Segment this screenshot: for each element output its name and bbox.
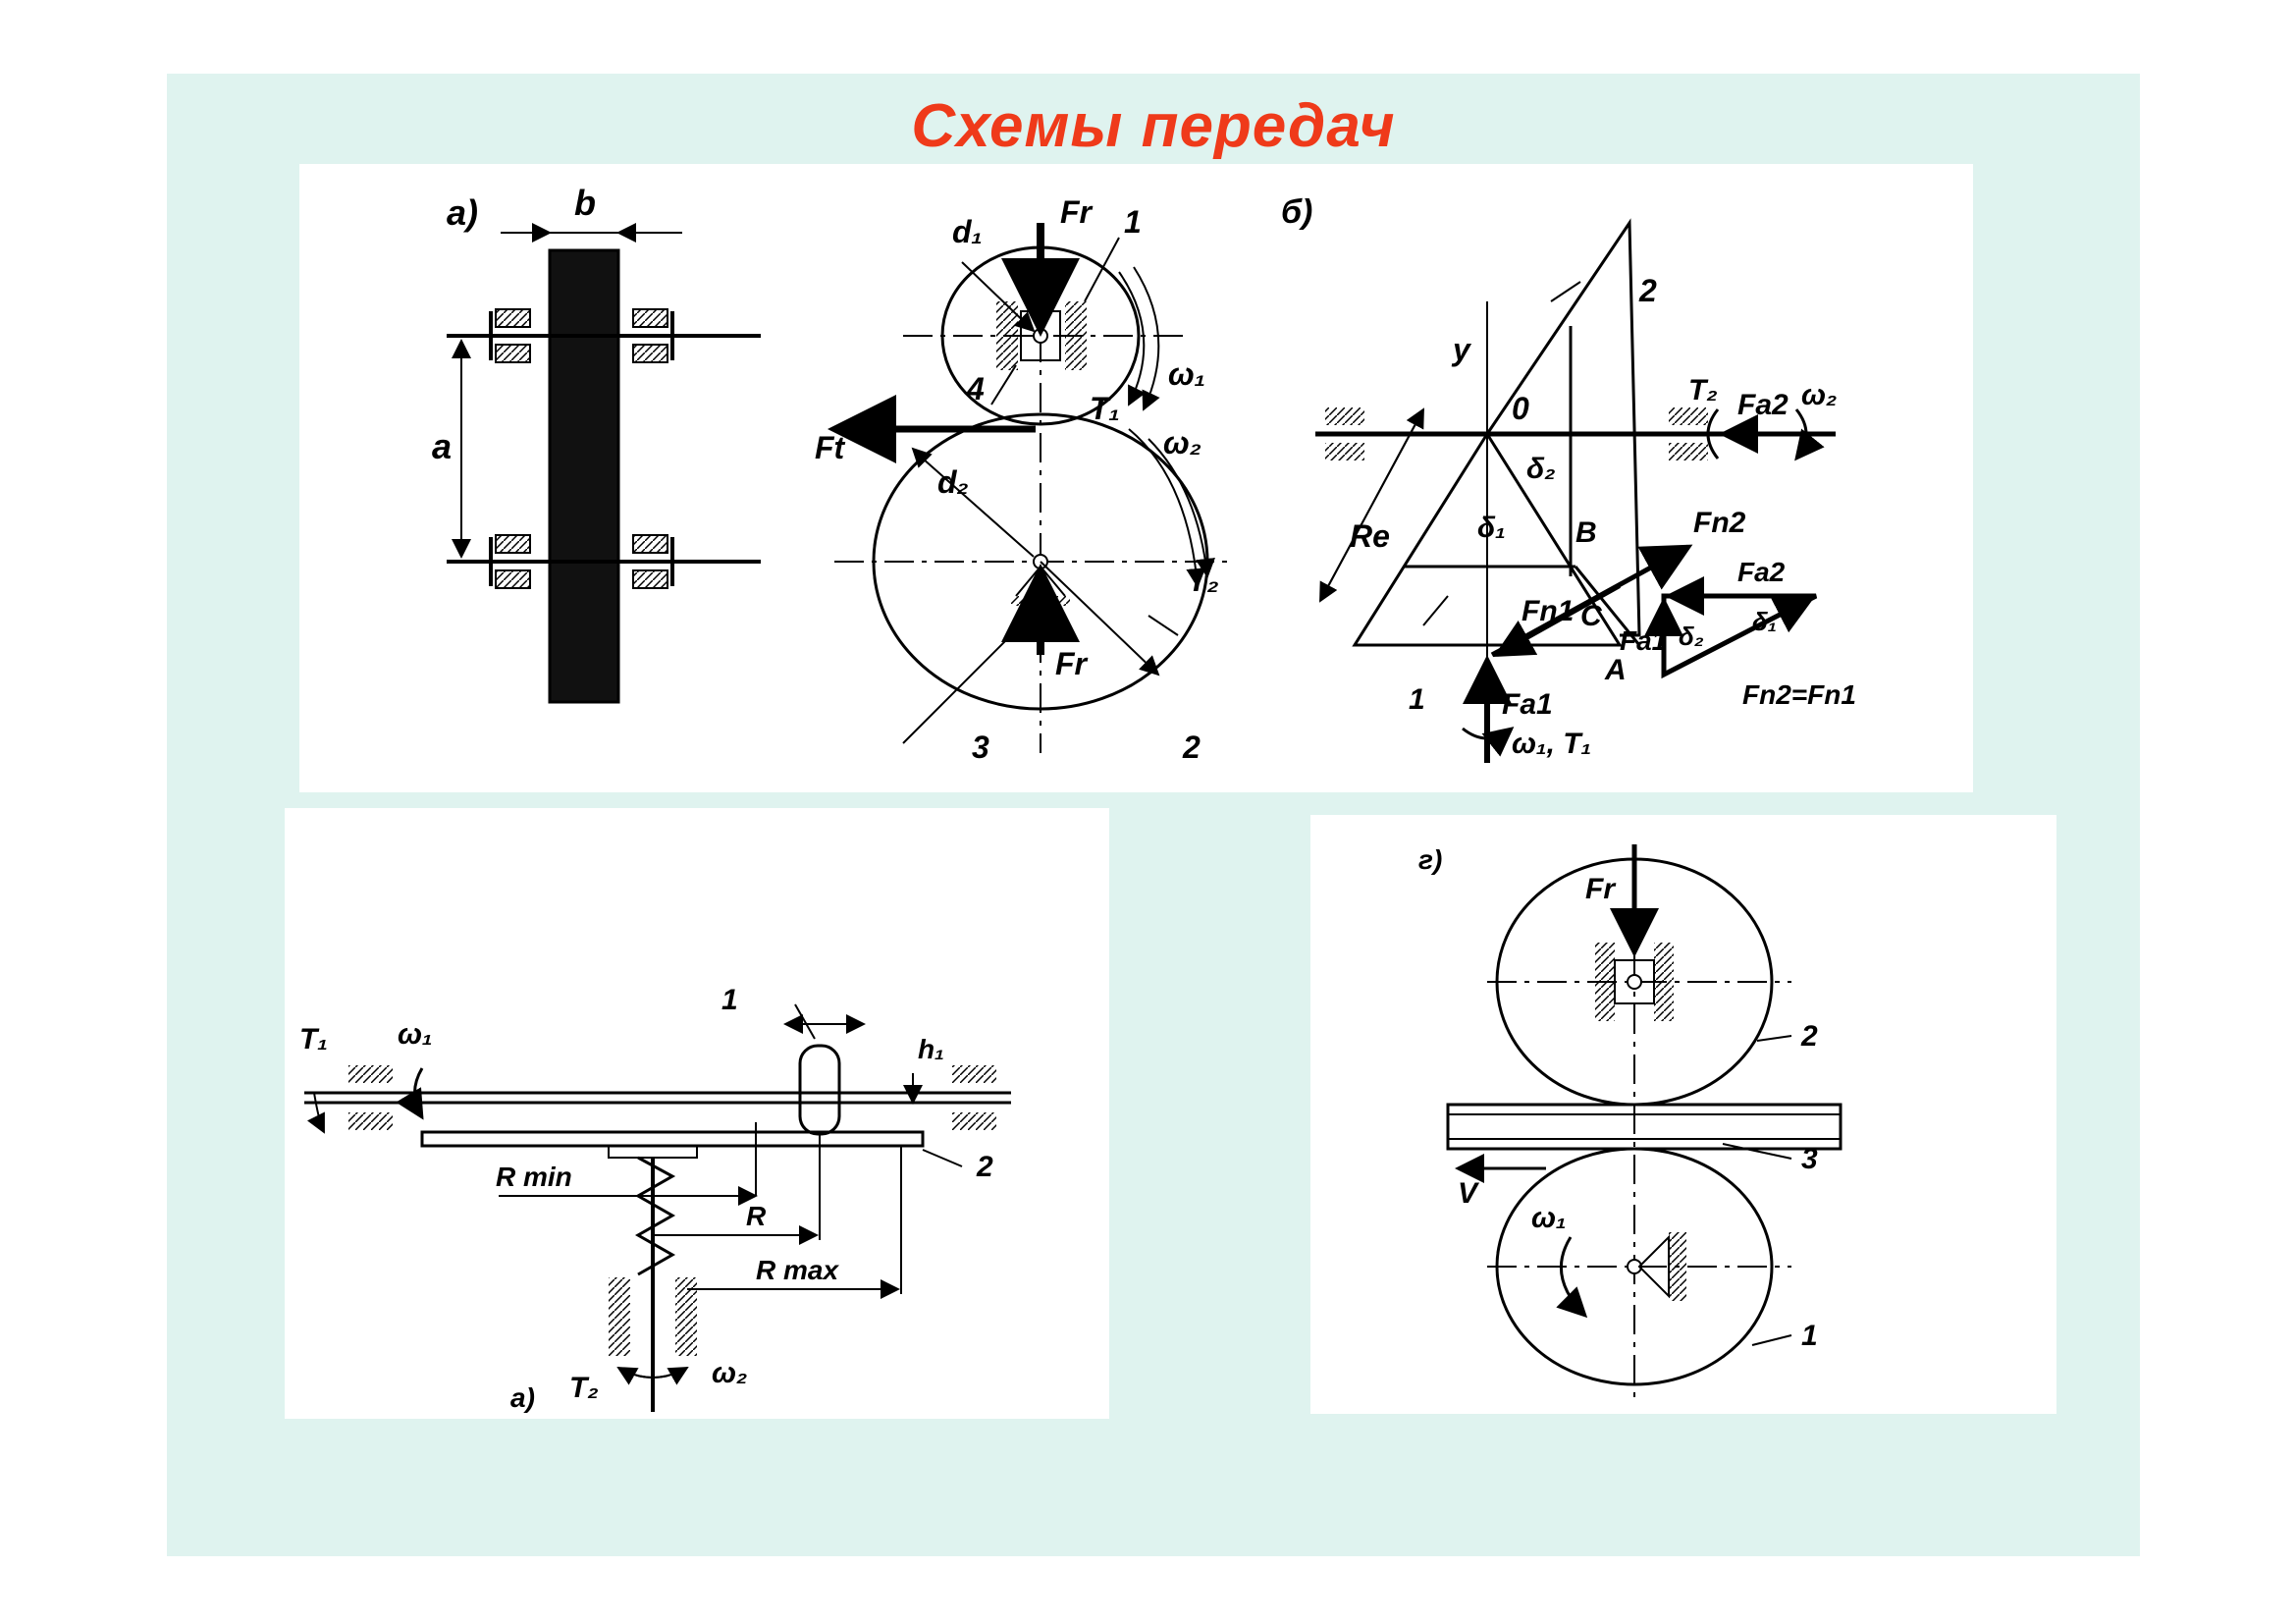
bevel-pinion-number-label: 1 bbox=[1409, 683, 1425, 716]
bevel-panel-label: б) bbox=[1281, 193, 1312, 231]
spur-panel-label: а) bbox=[447, 192, 478, 233]
radial-force-bottom-label: Fr bbox=[1055, 646, 1089, 681]
slide-title: Схемы передач bbox=[911, 92, 1396, 160]
bevel-wheel-number-label: 2 bbox=[1638, 273, 1657, 308]
y-axis-label: y bbox=[1451, 332, 1472, 367]
pinion-number-label: 1 bbox=[1124, 204, 1142, 240]
delta2-label: δ₂ bbox=[1526, 453, 1556, 485]
omega1-label: ω₁ bbox=[1168, 356, 1205, 392]
torque1-label: T₁ bbox=[1090, 391, 1120, 426]
friction-omega2-label: ω₂ bbox=[712, 1357, 747, 1389]
friction-torque2-label: T₂ bbox=[569, 1372, 599, 1404]
rmax-label: R max bbox=[756, 1255, 839, 1285]
roller-number-label: 1 bbox=[721, 984, 738, 1016]
friction-panel-label: а) bbox=[510, 1382, 535, 1413]
r-label: R bbox=[746, 1201, 767, 1231]
point-c-label: C bbox=[1580, 600, 1603, 632]
friction-drive-diagram: T₁ ω₁ 1 h₁ 2 R min R R max T₂ ω₂ а) bbox=[299, 984, 1011, 1413]
spur-gear-front-panel: d₁ Fr 1 ω₁ T₁ ω₂ T₂ 4 Ft d₂ Fr 3 2 bbox=[775, 164, 1227, 792]
bevel-omega2-label: ω₂ bbox=[1801, 379, 1837, 411]
bevel-torque2-label: T₂ bbox=[1688, 374, 1718, 406]
omega2-label: ω₂ bbox=[1163, 425, 1201, 460]
rolling-omega1-label: ω₁ bbox=[1531, 1202, 1567, 1234]
friction-torque1-label: T₁ bbox=[299, 1023, 328, 1055]
spur-gear-front-diagram: d₁ Fr 1 ω₁ T₁ ω₂ T₂ 4 Ft d₂ Fr 3 2 bbox=[815, 194, 1227, 765]
rolling-drive-diagram: г) Fr 2 3 1 V ω₁ bbox=[1418, 844, 1842, 1404]
point-a-label: A bbox=[1604, 654, 1627, 686]
bevel-fa2-label: Fa2 bbox=[1737, 389, 1789, 421]
fn2-label: Fn2 bbox=[1693, 507, 1746, 539]
cone-distance-label: Re bbox=[1350, 518, 1390, 554]
rolling-lower-number-label: 1 bbox=[1801, 1320, 1818, 1352]
gear-face-width bbox=[548, 248, 620, 704]
slide-background: Схемы передач bbox=[167, 74, 2140, 1556]
rolling-radial-force-label: Fr bbox=[1585, 873, 1617, 905]
wheel-number-label: 2 bbox=[1182, 730, 1201, 765]
triangle-delta1-label: δ₁ bbox=[1752, 607, 1777, 636]
triangle-fa2-label: Fa2 bbox=[1737, 557, 1786, 587]
wheel-diameter-label: d₂ bbox=[937, 464, 969, 500]
velocity-label: V bbox=[1458, 1177, 1480, 1210]
rolling-drive-panel: г) Fr 2 3 1 V ω₁ bbox=[1310, 815, 2056, 1414]
omega1-t1-label: ω₁, T₁ bbox=[1512, 728, 1591, 760]
tangential-force-label: Ft bbox=[815, 430, 846, 465]
rmin-label: R min bbox=[496, 1162, 572, 1192]
bevel-gear-diagram: б) 2 y 0 δ₂ δ₁ B C A Re T₂ Fa2 ω₂ Fn2 Fn… bbox=[1281, 193, 1856, 763]
rolling-upper-number-label: 2 bbox=[1800, 1020, 1818, 1053]
delta1-label: δ₁ bbox=[1477, 512, 1506, 544]
offset-h1-label: h₁ bbox=[918, 1034, 944, 1064]
body-number-label: 3 bbox=[972, 730, 989, 765]
face-width-label: b bbox=[574, 183, 596, 223]
rolling-strip-number-label: 3 bbox=[1801, 1143, 1818, 1175]
spur-gear-diagram: а) b a bbox=[432, 183, 761, 704]
bearing-number-label: 4 bbox=[966, 371, 985, 406]
triangle-delta2-label: δ₂ bbox=[1679, 622, 1704, 651]
origin-label: 0 bbox=[1512, 391, 1529, 426]
disk-number-label: 2 bbox=[976, 1151, 993, 1183]
pinion-diameter-label: d₁ bbox=[952, 214, 983, 249]
fa1-label: Fa1 bbox=[1502, 688, 1553, 721]
torque2-label: T₂ bbox=[1188, 563, 1219, 598]
bevel-gear-panel: б) 2 y 0 δ₂ δ₁ B C A Re T₂ Fa2 ω₂ Fn2 Fn… bbox=[1227, 164, 1973, 792]
rolling-panel-label: г) bbox=[1418, 844, 1442, 875]
center-distance-label: a bbox=[432, 426, 452, 466]
fn1-label: Fn1 bbox=[1522, 595, 1574, 627]
friction-drive-panel: T₁ ω₁ 1 h₁ 2 R min R R max T₂ ω₂ а) bbox=[285, 808, 1109, 1419]
radial-force-top-label: Fr bbox=[1060, 194, 1094, 230]
triangle-fa1-label: Fa1 bbox=[1620, 625, 1667, 656]
triangle-equality-label: Fn2=Fn1 bbox=[1742, 679, 1856, 710]
friction-omega1-label: ω₁ bbox=[398, 1018, 433, 1051]
point-b-label: B bbox=[1575, 516, 1597, 549]
